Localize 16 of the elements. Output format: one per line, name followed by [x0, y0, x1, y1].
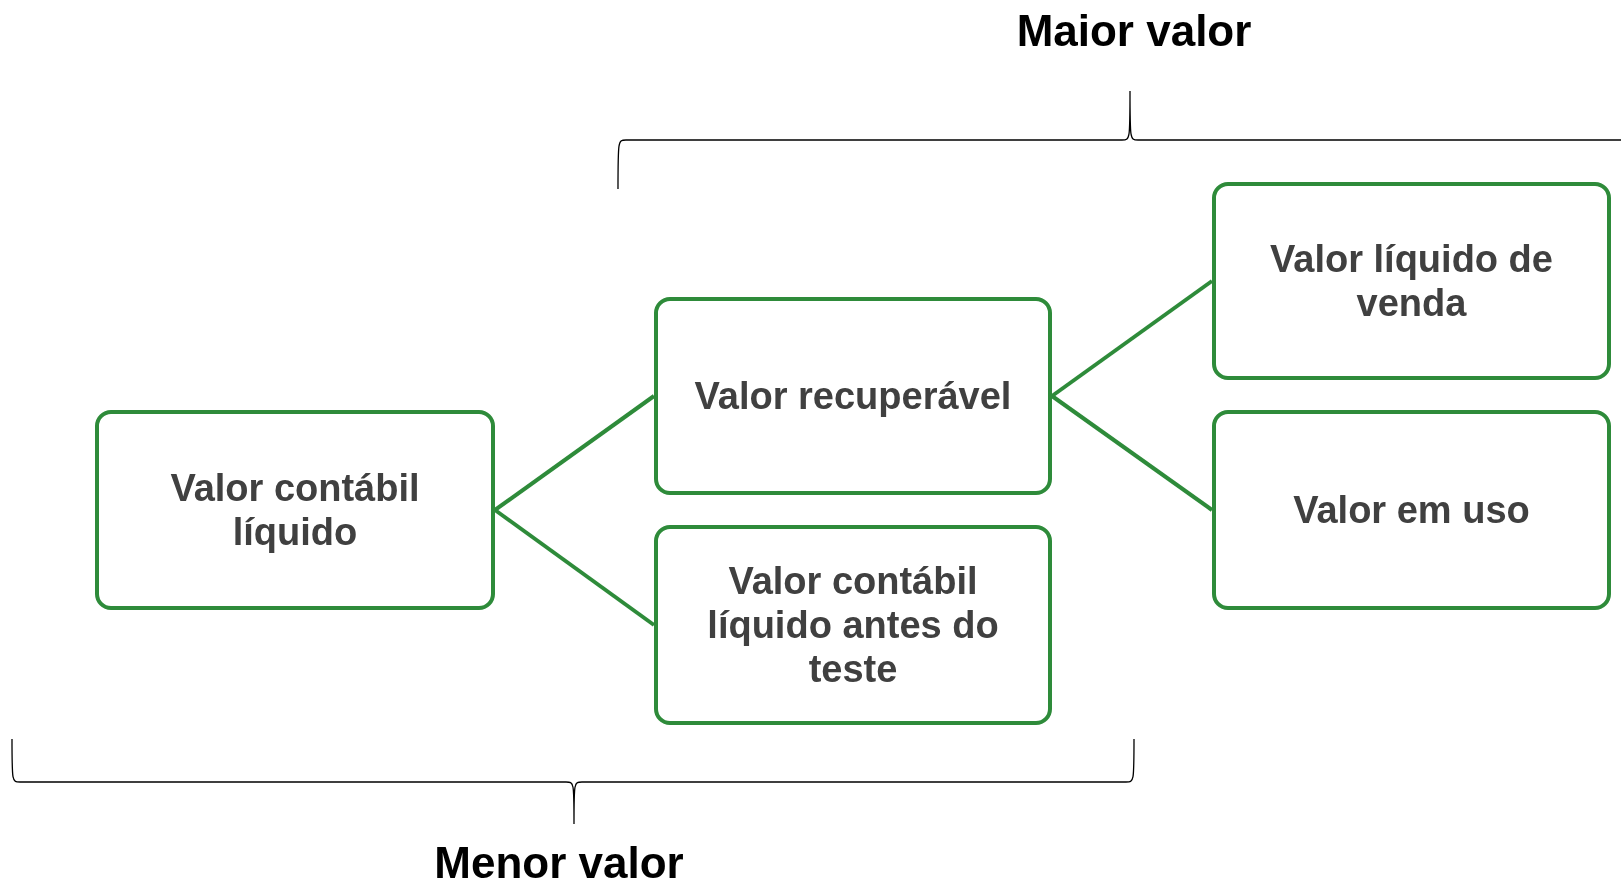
box-label: Valor contábil líquido antes do teste	[706, 559, 1000, 691]
connector-line	[1050, 394, 1214, 512]
connector-line	[1050, 279, 1214, 398]
brace-label: Maior valor	[1016, 6, 1252, 56]
box-label: Valor contábil líquido	[169, 466, 421, 554]
box-label: Valor em uso	[1292, 488, 1531, 532]
value-box	[1212, 410, 1611, 610]
box-label: Valor recuperável	[693, 374, 1013, 418]
connector-line	[493, 508, 656, 627]
connector-line	[493, 394, 656, 512]
value-box	[95, 410, 495, 610]
brace-label: Menor valor	[434, 838, 684, 888]
box-label: Valor líquido de venda	[1269, 237, 1554, 325]
value-box	[654, 525, 1052, 725]
value-box	[654, 297, 1052, 495]
value-box	[1212, 182, 1611, 380]
